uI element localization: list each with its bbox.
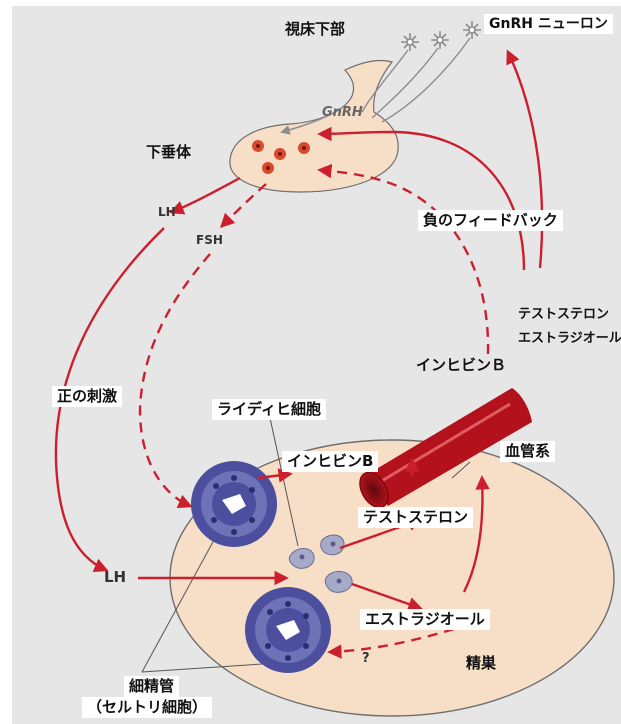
inhibin-b-testis-label: インヒビンB [282,451,378,472]
vascular-system-label: 血管系 [500,441,555,462]
testosterone-top-label: テストステロン [518,308,609,321]
pituitary-label: 下垂体 [146,145,191,160]
inhibin-b-right-label: インヒビンＢ [416,358,506,373]
estradiol-testis-label: エストラジオール [360,609,490,630]
negative-feedback-label: 負のフィードバック [418,210,563,231]
seminiferous-tubule-1 [191,461,277,547]
fsh-label: FSH [196,234,223,246]
leydig-cell-label: ライディヒ細胞 [212,399,326,420]
testis-label: 精巣 [466,656,496,671]
question-mark-label: ? [362,652,370,665]
lh-top-label: LH [158,206,176,218]
testosterone-testis-label: テストステロン [358,507,473,528]
gnrh-neuron-label: GnRH ニューロン [484,14,613,34]
seminiferous-tubule-label: 細精管 [124,676,179,697]
estradiol-top-label: エストラジオール [518,332,621,345]
gnrh-label: GnRH [322,106,363,119]
seminiferous-tubule-2 [245,587,331,673]
hypothalamus-label: 視床下部 [285,22,345,37]
sertoli-cell-label: （セルトリ細胞） [82,697,212,718]
lh-bottom-label: LH [104,570,126,585]
positive-stimulus-label: 正の刺激 [52,386,122,407]
